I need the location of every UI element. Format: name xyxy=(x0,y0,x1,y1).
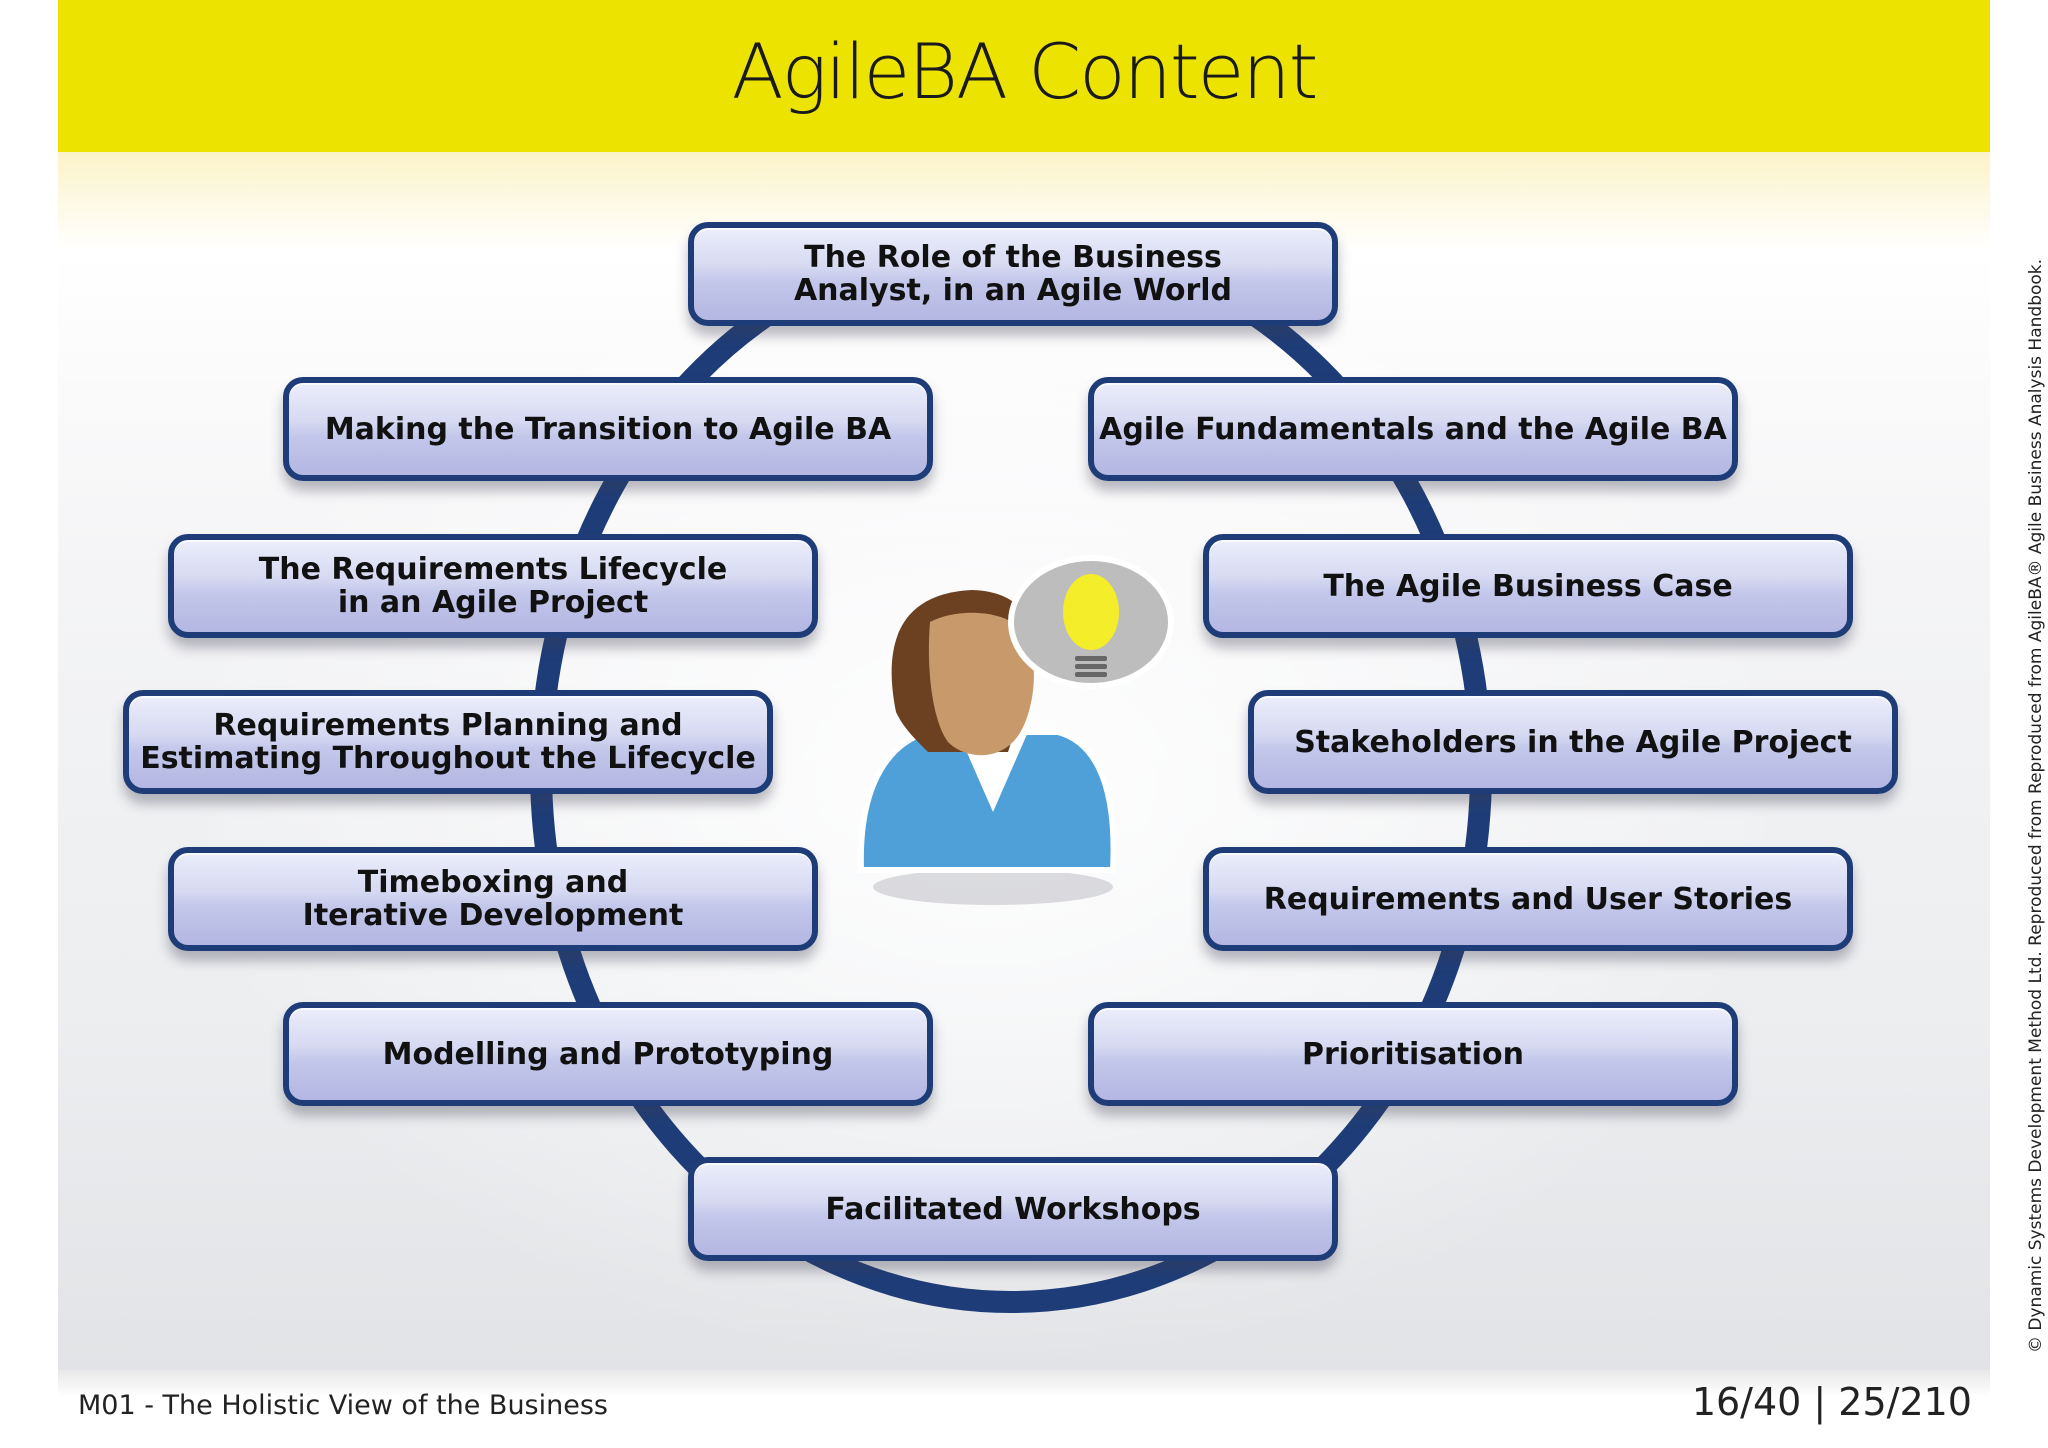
figure-body xyxy=(857,729,1117,873)
lightbulb-base-3 xyxy=(1075,672,1107,677)
node-requirements-lifecycle: The Requirements Lifecycle in an Agile P… xyxy=(168,534,818,638)
node-timeboxing: Timeboxing and Iterative Development xyxy=(168,847,818,951)
copyright-notice: © Dynamic Systems Development Method Ltd… xyxy=(2026,258,2046,1353)
content-area: The Role of the Business Analyst, in an … xyxy=(58,152,1990,1370)
node-agile-business-case: The Agile Business Case xyxy=(1203,534,1853,638)
lightbulb xyxy=(1063,574,1119,650)
node-stakeholders: Stakeholders in the Agile Project xyxy=(1248,690,1898,794)
node-agile-fundamentals: Agile Fundamentals and the Agile BA xyxy=(1088,377,1738,481)
slide-title: AgileBA Content xyxy=(731,26,1319,116)
node-facilitated-workshops: Facilitated Workshops xyxy=(688,1157,1338,1261)
footer: M01 - The Holistic View of the Business … xyxy=(58,1370,1990,1448)
node-requirements-planning: Requirements Planning and Estimating Thr… xyxy=(123,690,773,794)
node-prioritisation: Prioritisation xyxy=(1088,1002,1738,1106)
business-analyst-with-lightbulb-icon xyxy=(857,555,1174,905)
node-transition-to-agile-ba: Making the Transition to Agile BA xyxy=(283,377,933,481)
node-role-of-ba: The Role of the Business Analyst, in an … xyxy=(688,222,1338,326)
lightbulb-base-2 xyxy=(1075,664,1107,669)
page-number: 16/40 | 25/210 xyxy=(1691,1380,1972,1424)
node-requirements-user-stories: Requirements and User Stories xyxy=(1203,847,1853,951)
slide: AgileBA Content The Role of the Business… xyxy=(58,0,2046,1448)
lightbulb-base-1 xyxy=(1075,656,1107,661)
node-modelling-prototyping: Modelling and Prototyping xyxy=(283,1002,933,1106)
module-label: M01 - The Holistic View of the Business xyxy=(78,1390,608,1421)
title-bar: AgileBA Content xyxy=(58,0,1990,152)
figure-face xyxy=(928,612,1034,756)
figure-shadow xyxy=(873,869,1113,905)
